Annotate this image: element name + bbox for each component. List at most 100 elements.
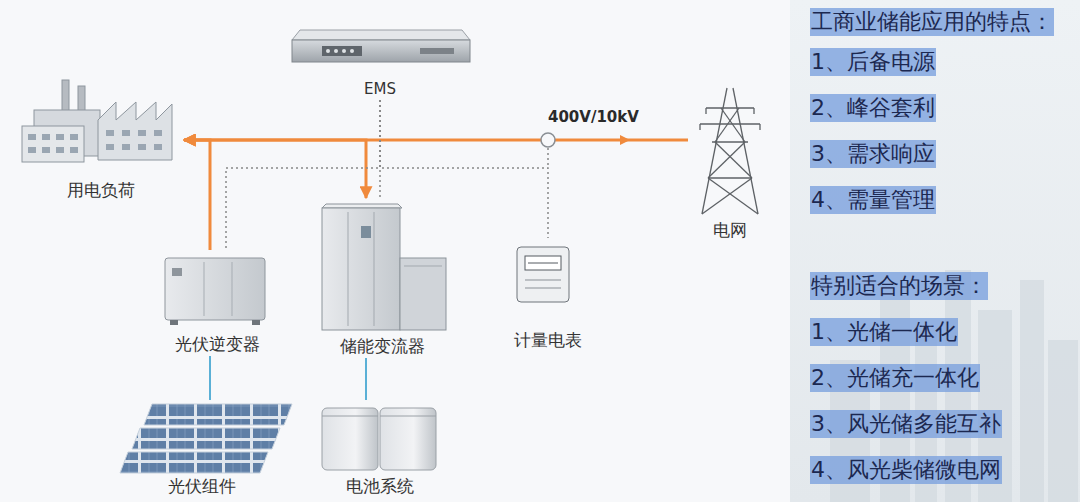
list-item: 1、光储一体化	[810, 318, 958, 346]
svg-line	[753, 108, 754, 114]
svg-polygon	[120, 452, 268, 473]
connector	[226, 100, 380, 250]
device-node: 光伏逆变器	[158, 250, 276, 356]
svg-line	[708, 178, 758, 214]
svg-line	[699, 124, 700, 130]
svg-circle	[350, 49, 354, 53]
svg-line	[380, 416, 436, 417]
svg-rect	[292, 40, 470, 62]
meter-icon	[517, 247, 569, 302]
svg-polygon	[132, 428, 280, 449]
svg-polygon	[322, 204, 402, 208]
list-item: 4、风光柴储微电网	[810, 456, 1002, 484]
svg-rect	[252, 320, 260, 325]
svg-rect	[28, 147, 36, 153]
list-heading: 工商业储能应用的特点：	[810, 8, 1054, 36]
svg-rect	[56, 134, 64, 140]
connector	[184, 140, 210, 250]
svg-line	[525, 288, 561, 289]
tower-icon	[700, 88, 760, 214]
svg-line	[404, 266, 442, 267]
meter-point	[541, 133, 555, 147]
svg-rect	[1048, 340, 1078, 502]
svg-line	[715, 108, 739, 142]
svg-line	[232, 262, 233, 316]
device-label: 光伏组件	[110, 476, 294, 496]
svg-circle	[326, 49, 330, 53]
svg-line	[759, 124, 760, 130]
svg-g	[28, 130, 162, 153]
svg-circle	[342, 49, 346, 53]
svg-line	[374, 212, 375, 326]
svg-rect	[70, 147, 78, 153]
ems-rack	[292, 30, 470, 62]
meter-tap	[547, 148, 549, 168]
svg-rect	[138, 144, 146, 150]
svg-rect	[322, 408, 378, 470]
svg-rect	[42, 147, 50, 153]
device-label: 储能变流器	[314, 336, 450, 356]
svg-rect	[790, 0, 1080, 502]
list-item: 2、光储充一体化	[810, 364, 980, 392]
svg-rect	[322, 208, 400, 330]
svg-circle	[334, 49, 338, 53]
svg-rect	[28, 134, 36, 140]
svg-rect	[172, 268, 182, 276]
svg-rect	[106, 130, 114, 136]
device-node: 计量电表	[500, 238, 596, 352]
device-label: EMS	[288, 80, 472, 98]
svg-line	[702, 88, 727, 214]
list-item: 2、峰谷套利	[810, 94, 936, 122]
svg-rect	[154, 144, 162, 150]
device-label: 计量电表	[500, 330, 596, 350]
list-item: 4、需量管理	[810, 186, 936, 214]
svg-line	[721, 108, 745, 142]
voltage-label: 400V/10kV	[546, 108, 641, 126]
svg-line	[702, 178, 752, 214]
svg-line	[348, 212, 349, 326]
flow-arrow	[620, 135, 630, 145]
svg-rect	[22, 126, 84, 162]
svg-line	[525, 280, 561, 281]
svg-rect	[122, 130, 130, 136]
connector	[184, 140, 366, 198]
list-item: 3、需求响应	[810, 140, 936, 168]
svg-rect	[154, 130, 162, 136]
inverter-icon	[165, 258, 265, 325]
connector	[365, 358, 367, 400]
svg-line	[708, 142, 745, 178]
svg-rect	[322, 46, 362, 56]
svg-line	[322, 416, 378, 417]
svg-rect	[1020, 280, 1044, 502]
svg-polygon	[144, 404, 292, 425]
list-heading: 特别适合的场景：	[810, 272, 988, 300]
svg-rect	[525, 256, 561, 270]
device-node: 电池系统	[316, 400, 444, 498]
device-node: 电网	[688, 86, 772, 242]
svg-rect	[62, 80, 69, 114]
device-node: 光伏组件	[110, 400, 294, 498]
svg-line	[733, 88, 758, 214]
svg-polygon	[292, 30, 470, 40]
svg-line	[708, 177, 752, 178]
connector	[380, 100, 548, 238]
list-item: 3、风光储多能互补	[810, 410, 1002, 438]
svg-rect	[380, 408, 436, 470]
svg-rect	[42, 134, 50, 140]
device-node: EMS	[288, 26, 472, 100]
pcs-cabinet	[322, 204, 446, 330]
device-label: 用电负荷	[18, 180, 184, 200]
svg-rect	[106, 144, 114, 150]
device-label: 电网	[688, 220, 772, 240]
device-label: 光伏逆变器	[158, 334, 276, 354]
svg-rect	[56, 147, 64, 153]
svg-line	[712, 141, 748, 142]
svg-rect	[165, 258, 265, 320]
device-node: 用电负荷	[18, 72, 184, 202]
battery-icon	[322, 408, 436, 470]
svg-line	[706, 107, 754, 108]
svg-polygon	[98, 102, 172, 160]
svg-rect	[138, 130, 146, 136]
background-city	[790, 0, 1080, 502]
